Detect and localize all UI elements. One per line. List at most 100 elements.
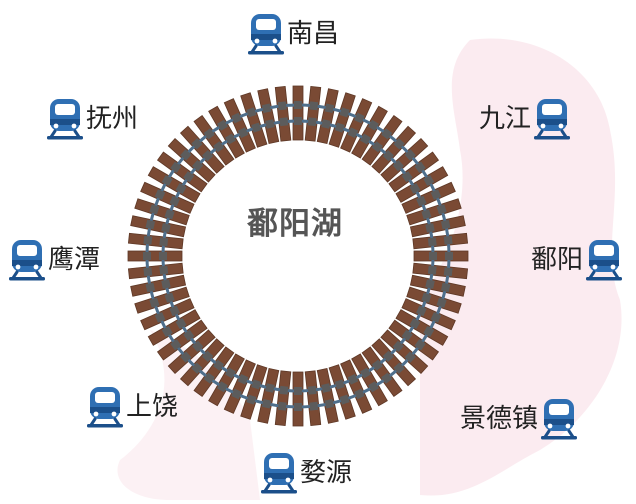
rail-spike [149, 204, 160, 215]
rail-spike [427, 265, 437, 275]
rail-spike [436, 204, 447, 215]
rail-spike [324, 103, 335, 114]
rail-spike [169, 195, 180, 207]
track-sleeper [316, 367, 339, 424]
rail-spike [213, 359, 225, 371]
track-sleeper [406, 198, 462, 226]
rail-spike [246, 394, 257, 405]
station-label: 南昌 [287, 19, 340, 49]
rail-spike [175, 318, 187, 329]
track-sleeper [147, 309, 201, 346]
rail-spike [334, 122, 345, 133]
station-shangrao[interactable]: 上饶 [86, 385, 178, 429]
rail-spike [294, 117, 302, 125]
track-sleeper [193, 346, 235, 398]
rail-spike [429, 252, 437, 260]
station-poyang[interactable]: 鄱阳 [531, 238, 623, 282]
train-icon [541, 399, 578, 440]
rail-spike [180, 351, 192, 363]
track-sleeper [380, 329, 429, 375]
rail-spike [324, 398, 335, 409]
track-sleeper [409, 215, 466, 238]
rail-spike [191, 138, 203, 150]
track-sleeper [257, 367, 280, 424]
station-yingtan[interactable]: 鹰潭 [8, 238, 100, 282]
station-nanchang[interactable]: 南昌 [247, 12, 339, 56]
rail-spike [421, 292, 432, 303]
track-sleeper [156, 151, 208, 193]
rail-spike [143, 252, 151, 260]
rail-spike [225, 367, 236, 379]
station-wuyuan[interactable]: 婺源 [260, 451, 352, 495]
track-sleepers [127, 85, 469, 427]
station-label: 抚州 [86, 104, 139, 134]
track-sleeper [208, 353, 245, 407]
rail-spike [265, 119, 275, 129]
track-sleeper [147, 166, 201, 203]
station-label: 鄱阳 [531, 245, 584, 275]
rail-spike [334, 379, 345, 390]
track-sleeper [413, 250, 469, 262]
track-sleeper [412, 232, 469, 250]
rail-spike [161, 223, 171, 233]
track-sleeper [401, 298, 456, 331]
track-sleeper [304, 85, 322, 142]
track-sleeper [134, 198, 190, 226]
rail-spike [294, 403, 302, 411]
rail-spike [279, 385, 289, 395]
track-sleeper [127, 232, 184, 250]
station-jingdezhen[interactable]: 景德镇 [460, 397, 578, 441]
station-fuzhou[interactable]: 抚州 [46, 97, 138, 141]
rail-spike [393, 138, 405, 150]
rail-spike [443, 235, 453, 245]
track-sleeper [140, 298, 195, 331]
rail-spike [261, 103, 272, 114]
rail-spike [170, 161, 182, 173]
track-sleeper [340, 359, 373, 414]
rail-spike [217, 381, 228, 393]
track-sleeper [388, 151, 440, 193]
rail-spike [409, 318, 421, 329]
train-icon [534, 99, 571, 140]
rail-spike [368, 381, 379, 393]
track-sleeper [292, 371, 304, 427]
rail-spike [414, 161, 426, 173]
rail-spike [414, 339, 426, 351]
rail-spike [159, 265, 169, 275]
rail-spike [360, 133, 371, 145]
rail-spike [143, 267, 153, 277]
train-icon [586, 240, 623, 281]
rail-spike [265, 383, 275, 393]
rail-spike [161, 279, 171, 289]
track-sleeper [395, 166, 449, 203]
rail-spike [425, 279, 435, 289]
rail-spike [307, 385, 317, 395]
rail-spike [261, 398, 272, 409]
map-region-shape [117, 330, 260, 500]
track-sleeper [208, 105, 245, 159]
station-jiujiang[interactable]: 九江 [479, 97, 571, 141]
rail-spike [427, 237, 437, 247]
rail-spike [170, 339, 182, 351]
lake-name-label: 鄱阳湖 [247, 206, 343, 242]
track-sleeper [167, 137, 216, 183]
station-label: 上饶 [126, 392, 179, 422]
rail-spike [443, 267, 453, 277]
rail-spike [217, 119, 228, 131]
rail-spike [277, 401, 287, 411]
rail-spike [279, 117, 289, 127]
station-label: 鹰潭 [48, 245, 101, 275]
rail-spike [159, 252, 167, 260]
rail-spike [347, 374, 359, 385]
rail-spike [161, 326, 173, 337]
rail-spike [354, 112, 365, 124]
track-sleeper [127, 250, 183, 262]
rail-spike [404, 351, 416, 363]
track-sleeper [240, 92, 268, 148]
rail-spike [192, 160, 204, 172]
rail-spike [425, 223, 435, 233]
rail-spike [169, 305, 180, 317]
rail-spike [440, 282, 451, 293]
train-icon [87, 387, 123, 428]
rail-spike [445, 252, 453, 260]
